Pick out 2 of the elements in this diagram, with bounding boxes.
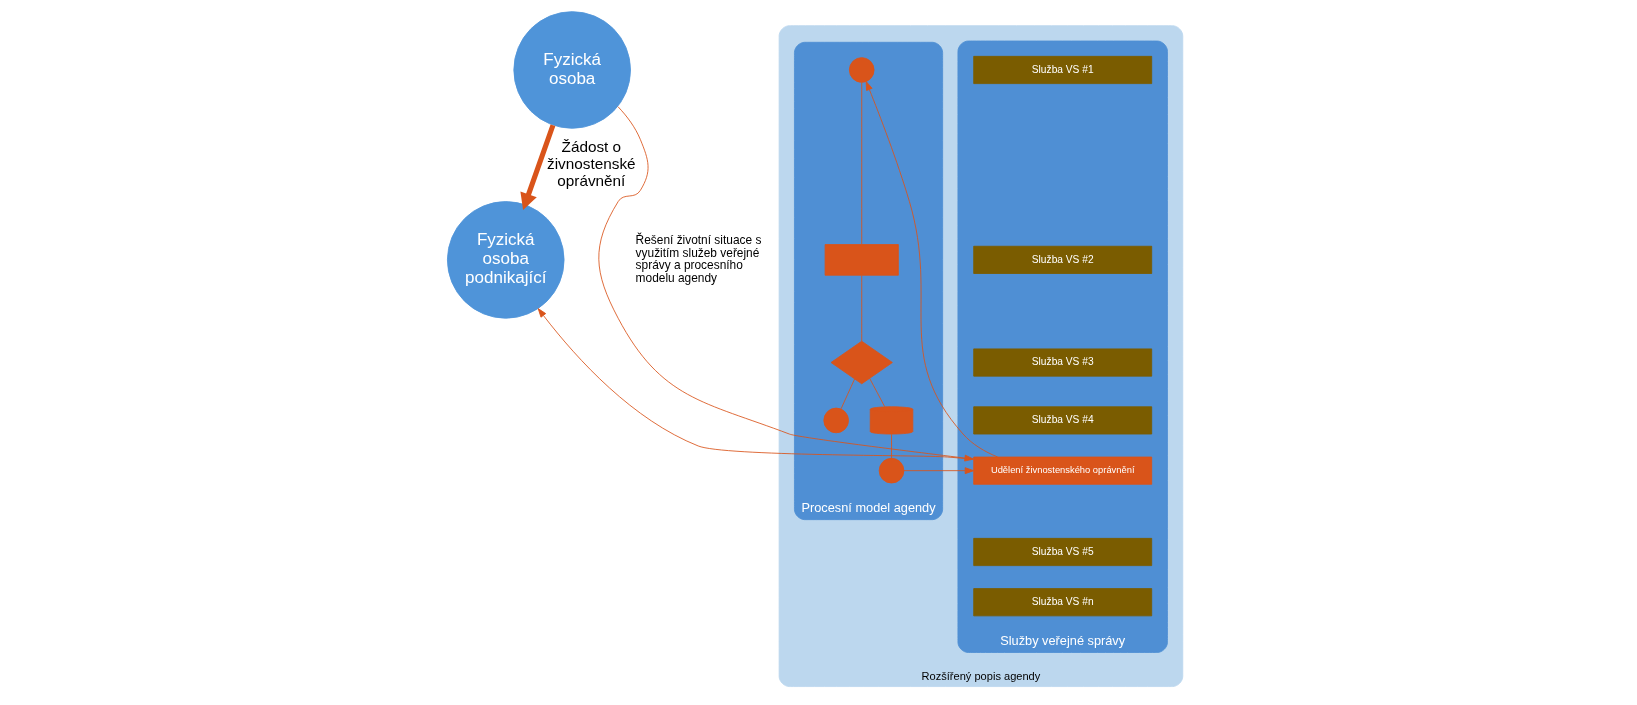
label: Řešení životní situace s využitím služeb veřejné správy a procesního modelu agendy: [635, 232, 762, 286]
edge-label: Žádost o živnostenské oprávnění: [547, 137, 636, 189]
